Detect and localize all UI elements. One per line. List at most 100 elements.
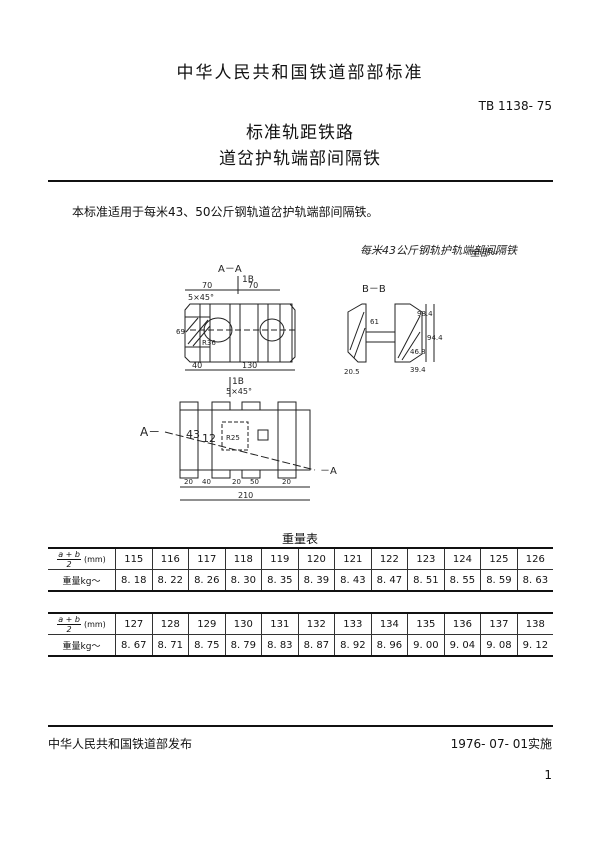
size-cell: 119	[261, 547, 299, 570]
dim-r36: R36	[202, 339, 216, 347]
weight-cell: 9. 12	[516, 634, 553, 657]
section-bb-label: B－B	[362, 284, 386, 295]
weight-cell: 8. 55	[443, 569, 482, 592]
dim-50: 50	[250, 478, 259, 486]
weight-cell: 8. 79	[224, 634, 263, 657]
size-cell: 135	[407, 612, 445, 635]
weight-cell: 8. 92	[334, 634, 372, 657]
weight-cell: 8. 67	[115, 634, 153, 657]
weight-cell: 8. 59	[480, 569, 518, 592]
dim-69-left: 69	[176, 328, 185, 336]
table-row: a + b 2 (mm) 115 116 117 118 119 120 121…	[48, 547, 553, 570]
dim-20-b: 20	[232, 478, 241, 486]
chamfer-plan: 5×45°	[226, 387, 252, 396]
weight-cell: 8. 75	[188, 634, 226, 657]
fraction-numerator: a + b	[57, 549, 81, 560]
size-cell: 128	[151, 612, 190, 635]
document-title-line1: 标准轨距铁路	[246, 123, 354, 143]
weight-cell: 8. 22	[151, 569, 190, 592]
dim-39-4: 39.4	[410, 366, 426, 374]
weight-cell: 9. 04	[443, 634, 482, 657]
dim-70-b: 70	[248, 281, 258, 290]
size-cell: 117	[188, 547, 226, 570]
size-cell: 123	[407, 547, 445, 570]
size-cell: 133	[334, 612, 372, 635]
dim-61: 61	[370, 318, 379, 326]
fraction-numerator: a + b	[57, 614, 81, 625]
size-cell: 138	[516, 612, 553, 635]
dim-98-4: 98.4	[417, 310, 433, 318]
size-unit: (mm)	[83, 554, 106, 564]
weight-table-part2: a + b 2 (mm) 127 128 129 130 131 132 133…	[48, 612, 553, 657]
weight-cell: 8. 83	[261, 634, 299, 657]
size-cell: 115	[115, 547, 153, 570]
weight-cell: 8. 39	[297, 569, 336, 592]
size-fraction: a + b 2	[57, 615, 81, 634]
dim-210: 210	[238, 491, 253, 500]
weight-cell: 8. 96	[370, 634, 409, 657]
size-cell: 120	[297, 547, 336, 570]
weight-cell: 8. 63	[516, 569, 553, 592]
header-rule	[48, 180, 553, 182]
table-row: 重量kg～ 8. 67 8. 71 8. 75 8. 79 8. 83 8. 8…	[48, 634, 553, 657]
weight-label-cell: 重量kg～	[48, 569, 116, 592]
size-cell: 125	[480, 547, 518, 570]
footer-rule	[48, 725, 553, 727]
dim-94-4: 94.4	[427, 334, 443, 342]
weight-table-title: 重量表	[281, 532, 318, 546]
dim-40-b: 40	[202, 478, 211, 486]
size-unit: (mm)	[83, 619, 106, 629]
dim-130: 130	[242, 361, 257, 370]
label-12: 12	[202, 432, 216, 445]
weight-cell: 8. 43	[334, 569, 372, 592]
weight-cell: 9. 08	[480, 634, 518, 657]
mark-a-right: －A	[320, 466, 337, 477]
size-cell: 136	[443, 612, 482, 635]
mark-a-left: A－	[140, 425, 160, 439]
table-row: 重量kg～ 8. 18 8. 22 8. 26 8. 30 8. 35 8. 3…	[48, 569, 553, 592]
weight-cell: 8. 18	[115, 569, 153, 592]
size-cell: 137	[480, 612, 518, 635]
chamfer-top: 5×45°	[188, 293, 214, 302]
page-number: 1	[544, 768, 552, 782]
dim-40: 40	[192, 361, 202, 370]
dim-20-a: 20	[184, 478, 193, 486]
scope-statement: 本标准适用于每米43、50公斤钢轨道岔护轨端部间隔铁。	[72, 205, 379, 219]
weight-cell: 8. 51	[407, 569, 445, 592]
section-aa-label: A－A	[218, 264, 242, 275]
standard-number: TB 1138- 75	[478, 99, 552, 113]
dim-70-a: 70	[202, 281, 212, 290]
size-cell: 116	[151, 547, 190, 570]
weight-cell: 9. 00	[407, 634, 445, 657]
size-cell: 118	[224, 547, 263, 570]
weight-cell: 8. 47	[370, 569, 409, 592]
weight-label-cell: 重量kg～	[48, 634, 116, 657]
dim-46-8: 46.8	[410, 348, 426, 356]
size-cell: 134	[370, 612, 409, 635]
weight-cell: 8. 35	[261, 569, 299, 592]
weight-cell: 8. 26	[188, 569, 226, 592]
size-cell: 129	[188, 612, 226, 635]
size-cell: 127	[115, 612, 153, 635]
drawing-handwritten-title: 每米43公斤钢轨护轨端部间隔铁	[360, 244, 519, 257]
fraction-denominator: 2	[66, 624, 72, 634]
size-fraction: a + b 2	[57, 550, 81, 569]
table-row: a + b 2 (mm) 127 128 129 130 131 132 133…	[48, 612, 553, 635]
mark-1b-top: 1B	[242, 275, 254, 285]
technical-drawing: 每米43公斤钢轨护轨端部间隔铁 全部∾ A－A 1B 70 70 5×45° R…	[140, 244, 519, 501]
mark-1b-bottom: 1B	[232, 377, 244, 387]
dim-20-c: 20	[282, 478, 291, 486]
size-header-cell: a + b 2 (mm)	[48, 612, 116, 635]
weight-cell: 8. 30	[224, 569, 263, 592]
size-header-cell: a + b 2 (mm)	[48, 547, 116, 570]
document-title-line2: 道岔护轨端部间隔铁	[219, 149, 381, 169]
effective-date: 1976- 07- 01实施	[450, 737, 552, 751]
drawing-sheet-mark: 全部∾	[470, 247, 498, 259]
dim-20-5: 20.5	[344, 368, 360, 376]
size-cell: 122	[370, 547, 409, 570]
size-cell: 132	[297, 612, 336, 635]
size-cell: 130	[224, 612, 263, 635]
label-43: 43	[186, 428, 200, 441]
fraction-denominator: 2	[66, 559, 72, 569]
weight-table-part1: a + b 2 (mm) 115 116 117 118 119 120 121…	[48, 547, 553, 592]
